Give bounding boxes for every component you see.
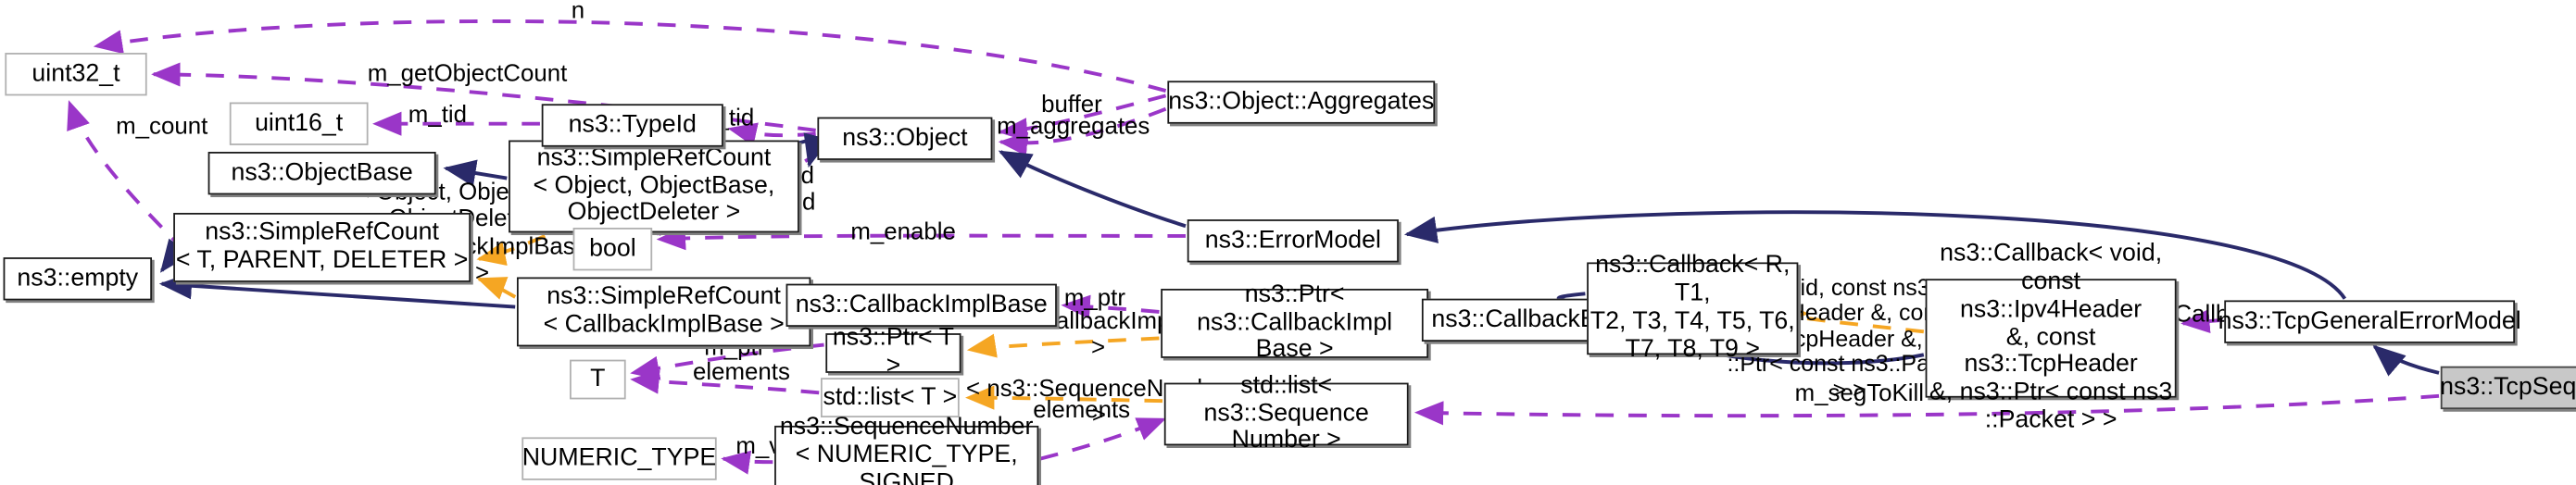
node-t-template-param[interactable]: T <box>570 359 626 400</box>
node-ns3-callback-void-ipv4header-tcpheader-packet[interactable]: ns3::Callback< void, const ns3::Ipv4Head… <box>1925 240 2177 434</box>
node-ns3-empty[interactable]: ns3::empty <box>3 257 153 301</box>
edge-inh-objectbase <box>443 159 508 187</box>
node-ns3-sequencenumber[interactable]: ns3::SequenceNumber < NUMERIC_TYPE, SIGN… <box>774 414 1039 485</box>
node-ns3-callback-generic[interactable]: ns3::Callback< R, T1, T2, T3, T4, T5, T6… <box>1587 252 1799 363</box>
edge-inh-empty-1 <box>159 238 191 273</box>
node-ns3-ptr-t[interactable]: ns3::Ptr< T > <box>825 324 961 379</box>
node-std-list-t[interactable]: std::list< T > <box>820 378 960 418</box>
node-ns3-object-aggregates[interactable]: ns3::Object::Aggregates <box>1167 81 1436 124</box>
edge-label-elements-t: elements <box>692 359 790 387</box>
node-ns3-simplerefcount-object[interactable]: ns3::SimpleRefCount < Object, ObjectBase… <box>509 140 799 233</box>
node-ns3-tcpseqerrormodel[interactable]: ns3::TcpSeqErrorModel <box>2440 366 2576 410</box>
edge-inh-errormodel-object <box>998 150 1187 229</box>
edge-label-n: n <box>571 0 585 25</box>
node-ns3-typeid[interactable]: ns3::TypeId <box>541 104 723 147</box>
edge-n <box>93 19 1167 93</box>
edge-label-elements-sequencenumber: elements <box>1033 397 1131 425</box>
node-ns3-errormodel[interactable]: ns3::ErrorModel <box>1187 219 1399 263</box>
node-std-list-ns3-sequencenumber[interactable]: std::list< ns3::Sequence Number > <box>1163 371 1409 454</box>
node-ns3-ptr-callbackimplbase[interactable]: ns3::Ptr< ns3::CallbackImpl Base > <box>1161 280 1429 364</box>
node-ns3-tcpgeneralerrormodel[interactable]: ns3::TcpGeneralErrorModel <box>2218 300 2521 343</box>
node-uint32-t[interactable]: uint32_t <box>5 53 147 96</box>
node-bool[interactable]: bool <box>572 228 653 271</box>
edge-label-m-tid-left: m_tid <box>408 102 468 130</box>
node-ns3-callbackimplbase[interactable]: ns3::CallbackImplBase <box>785 283 1057 327</box>
node-ns3-objectbase[interactable]: ns3::ObjectBase <box>207 152 436 195</box>
edge-inh-tcpseq-tcpgeneral <box>2372 344 2440 377</box>
edge-label-m-count: m_count <box>116 114 208 141</box>
edge-label-m-aggregates: m_aggregates <box>997 114 1150 141</box>
node-ns3-simplerefcount-generic[interactable]: ns3::SimpleRefCount < T, PARENT, DELETER… <box>173 212 471 282</box>
edge-label-m-enable: m_enable <box>850 219 956 246</box>
edge-inh-object-srccount <box>803 132 831 168</box>
node-ns3-simplerefcount-callbackimplbase[interactable]: ns3::SimpleRefCount < CallbackImplBase > <box>516 277 811 347</box>
edge-label-m-getobjectcount: m_getObjectCount <box>367 60 568 88</box>
node-ns3-object[interactable]: ns3::Object <box>817 117 993 160</box>
node-uint16-t[interactable]: uint16_t <box>229 102 369 145</box>
node-numeric-type[interactable]: NUMERIC_TYPE <box>521 437 717 480</box>
edge-label-m-segtokill: m_segToKill <box>1794 380 1924 408</box>
